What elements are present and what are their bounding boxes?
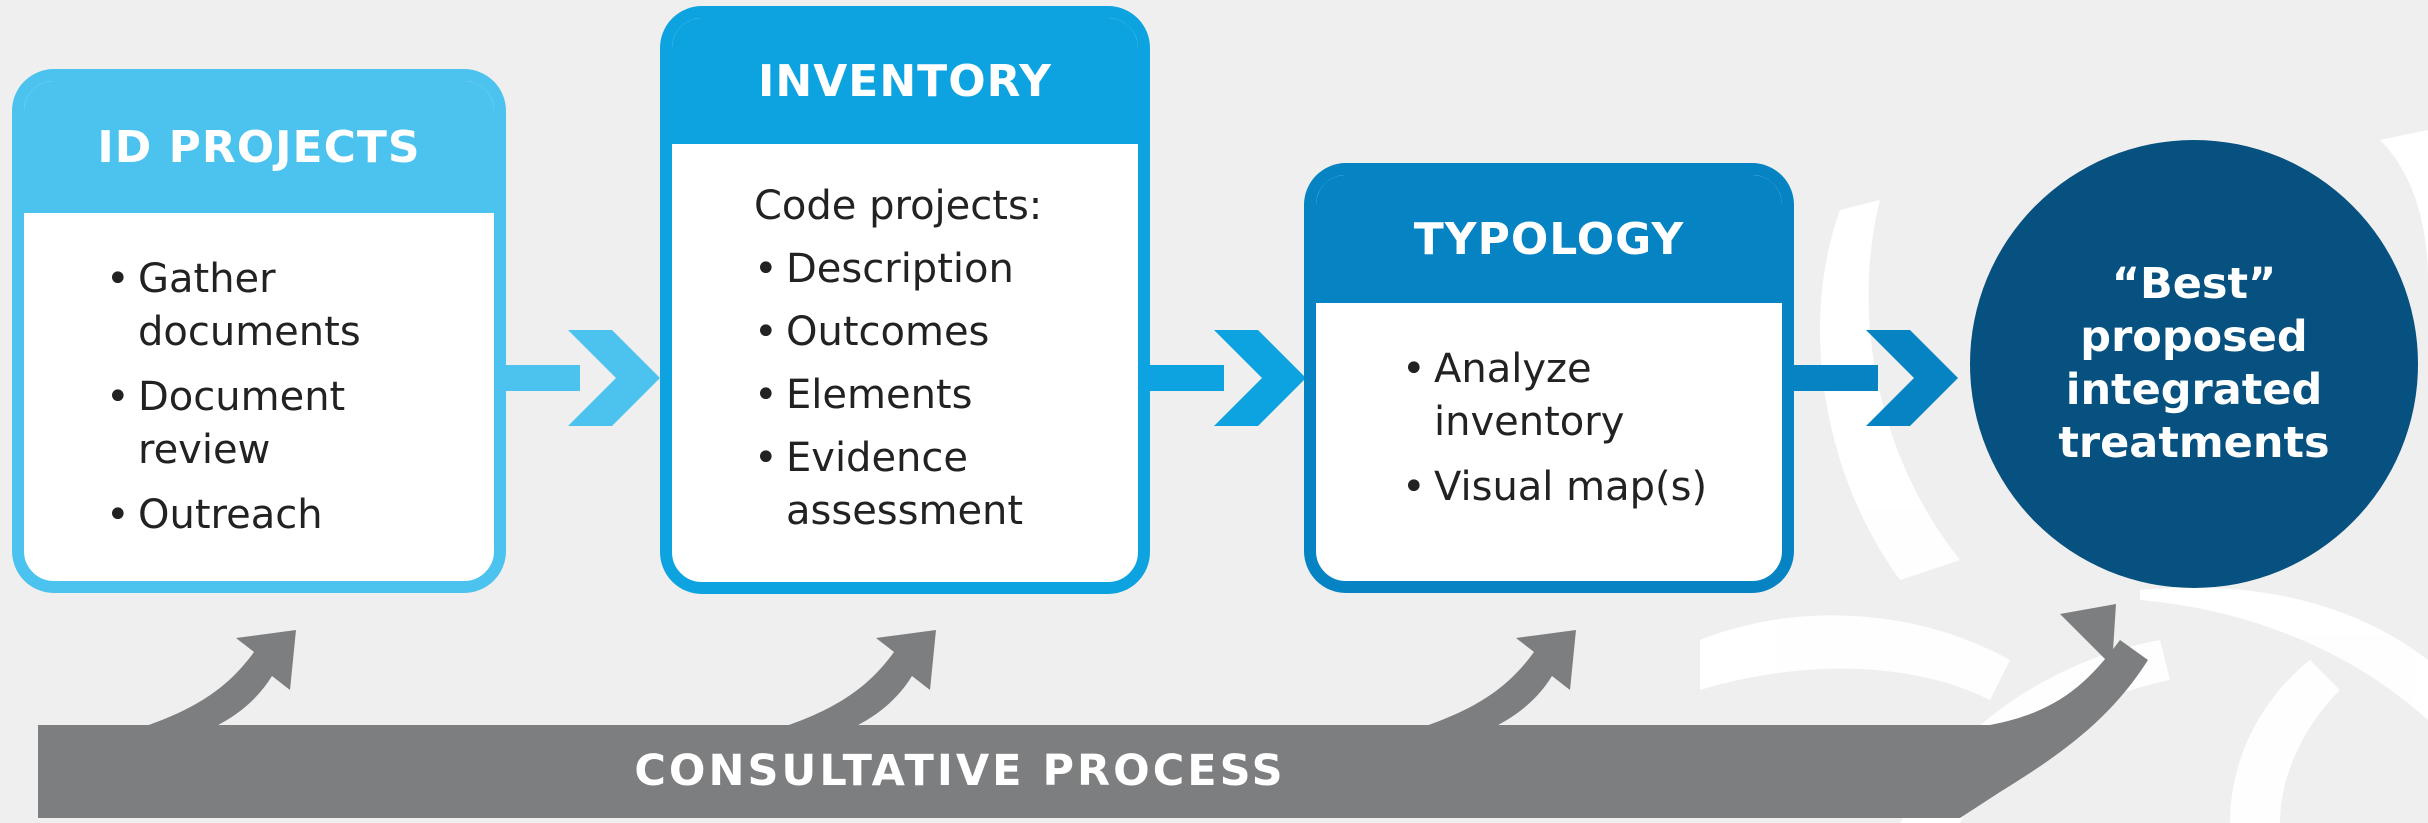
swirl-petal	[2230, 660, 2340, 823]
step-list: Gather documents Document review Outreac…	[106, 253, 474, 542]
list-item: Description	[754, 243, 1118, 296]
arrow-head	[568, 330, 660, 426]
list-item: Gather documents	[106, 253, 474, 359]
list-item: Evidence assessment	[754, 432, 1118, 538]
connector-arrow	[1144, 330, 1306, 426]
list-item: Elements	[754, 369, 1118, 422]
result-text: “Best” proposed integrated treatments	[2058, 259, 2330, 468]
list-item: Document review	[106, 371, 474, 477]
swirl-petal	[1700, 615, 2010, 700]
connector-arrow	[500, 330, 660, 426]
consultative-process-label: CONSULTATIVE PROCESS	[634, 746, 1286, 796]
step-id-projects: ID PROJECTS Gather documents Document re…	[12, 69, 506, 593]
swirl-petal	[2140, 587, 2428, 720]
swirl-petal	[1820, 200, 1960, 580]
list-item: Outcomes	[754, 306, 1118, 359]
step-body: Code projects: Description Outcomes Elem…	[672, 144, 1138, 538]
step-list: Analyze inventory Visual map(s)	[1402, 343, 1762, 514]
step-list: Description Outcomes Elements Evidence a…	[754, 243, 1118, 538]
step-inventory: INVENTORY Code projects: Description Out…	[660, 6, 1150, 594]
arrow-head	[1866, 330, 1958, 426]
consultative-process-band	[38, 604, 2148, 818]
arrow-shaft	[1788, 365, 1878, 391]
arrow-head	[1214, 330, 1306, 426]
process-band	[38, 640, 2148, 818]
list-item: Outreach	[106, 489, 474, 542]
step-title: INVENTORY	[672, 18, 1138, 144]
branch-arrow	[140, 630, 296, 745]
list-item: Analyze inventory	[1402, 343, 1762, 449]
branch-arrow	[780, 630, 936, 745]
step-title: ID PROJECTS	[24, 81, 494, 213]
arrow-shaft	[1144, 365, 1224, 391]
swirl-petal	[2380, 130, 2428, 280]
connector-arrow	[1788, 330, 1958, 426]
result-circle: “Best” proposed integrated treatments	[1970, 140, 2418, 588]
step-typology: TYPOLOGY Analyze inventory Visual map(s)	[1304, 163, 1794, 593]
step-title: TYPOLOGY	[1316, 175, 1782, 303]
step-intro: Code projects:	[754, 183, 1043, 229]
step-body: Analyze inventory Visual map(s)	[1316, 303, 1782, 514]
branch-arrow	[1420, 630, 1576, 745]
step-body: Gather documents Document review Outreac…	[24, 213, 494, 542]
branch-arrow-head	[2060, 604, 2116, 666]
list-item: Visual map(s)	[1402, 461, 1762, 514]
arrow-shaft	[500, 365, 580, 391]
